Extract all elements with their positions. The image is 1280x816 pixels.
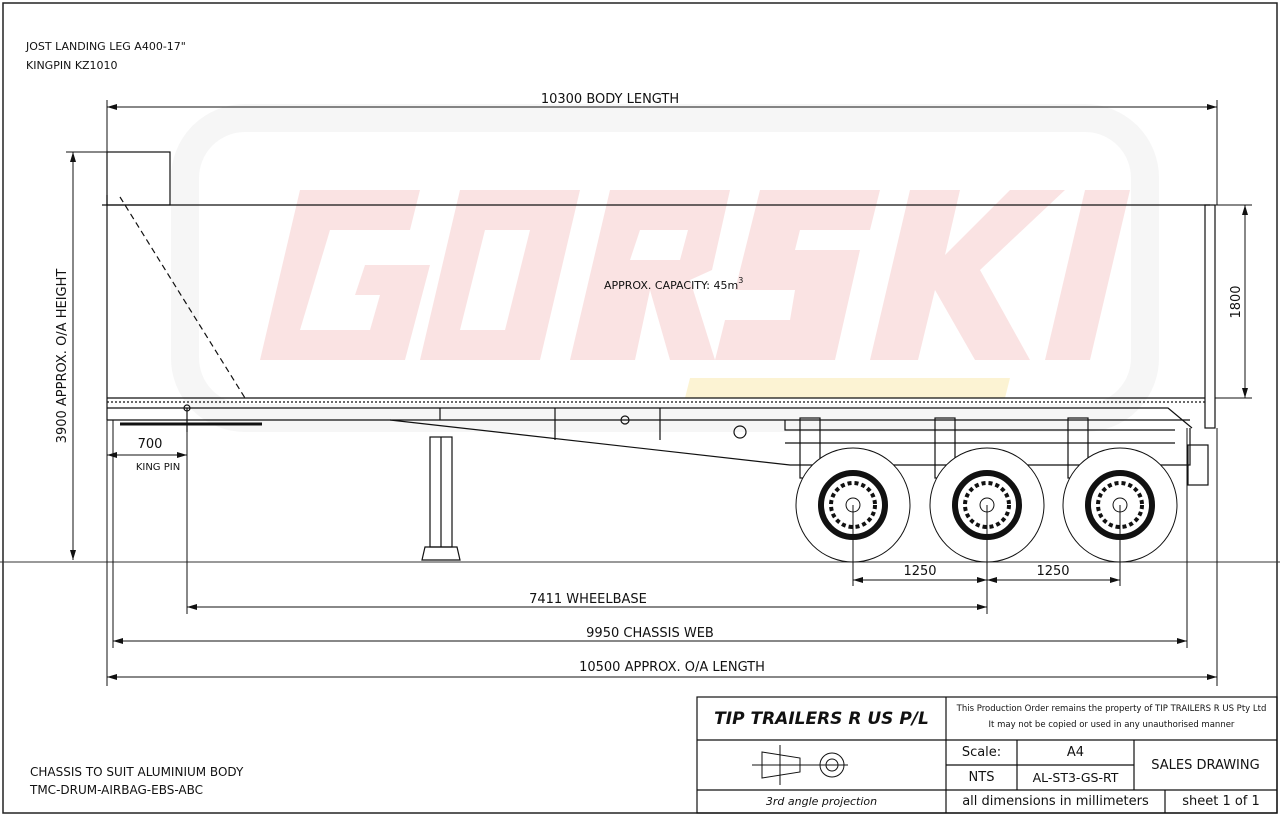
title-block-grid xyxy=(696,696,1278,814)
dim-axle-spacing-1: 1250 xyxy=(903,564,936,579)
watermark-logo xyxy=(171,104,1159,432)
dim-overall-length: 10500 APPROX. O/A LENGTH xyxy=(579,660,765,675)
note-kingpin: KINGPIN KZ1010 xyxy=(26,59,118,72)
company-name: TIP TRAILERS R US P/L xyxy=(714,708,929,729)
dim-height: 3900 APPROX. O/A HEIGHT xyxy=(55,269,70,444)
trailer-body xyxy=(102,151,1216,561)
kingpin-label: KING PIN xyxy=(136,462,180,473)
watermark-brand-shapes xyxy=(260,190,1130,360)
drawing-type: SALES DRAWING xyxy=(1151,757,1260,773)
ownership-notice-2: It may not be copied or used in any unau… xyxy=(988,720,1235,730)
projection-symbol-icon xyxy=(752,745,848,785)
scale-label: Scale: xyxy=(961,745,1002,760)
sheet-number: sheet 1 of 1 xyxy=(1182,794,1260,809)
units-note: all dimensions in millimeters xyxy=(962,794,1149,809)
dim-chassis-web: 9950 CHASSIS WEB xyxy=(586,626,714,641)
capacity-label: APPROX. CAPACITY: 45m3 xyxy=(604,276,743,292)
drawing-number: AL-ST3-GS-RT xyxy=(1032,770,1119,785)
watermark-sub-band xyxy=(685,378,1010,398)
scale-value: NTS xyxy=(968,770,995,785)
projection-label: 3rd angle projection xyxy=(765,795,878,808)
note-landing-leg: JOST LANDING LEG A400-17" xyxy=(26,40,186,53)
dimension-lines xyxy=(66,100,1252,686)
paper-size: A4 xyxy=(1066,745,1085,760)
dim-kingpin-offset: 700 xyxy=(138,437,163,452)
dim-body-length: 10300 BODY LENGTH xyxy=(541,92,679,107)
note-chassis: CHASSIS TO SUIT ALUMINIUM BODY xyxy=(30,765,244,779)
note-options: TMC-DRUM-AIRBAG-EBS-ABC xyxy=(30,783,204,797)
dim-axle-spacing-2: 1250 xyxy=(1036,564,1069,579)
ownership-notice-1: This Production Order remains the proper… xyxy=(956,704,1267,714)
dim-wheelbase: 7411 WHEELBASE xyxy=(529,592,647,607)
dim-body-height: 1800 xyxy=(1229,285,1244,318)
